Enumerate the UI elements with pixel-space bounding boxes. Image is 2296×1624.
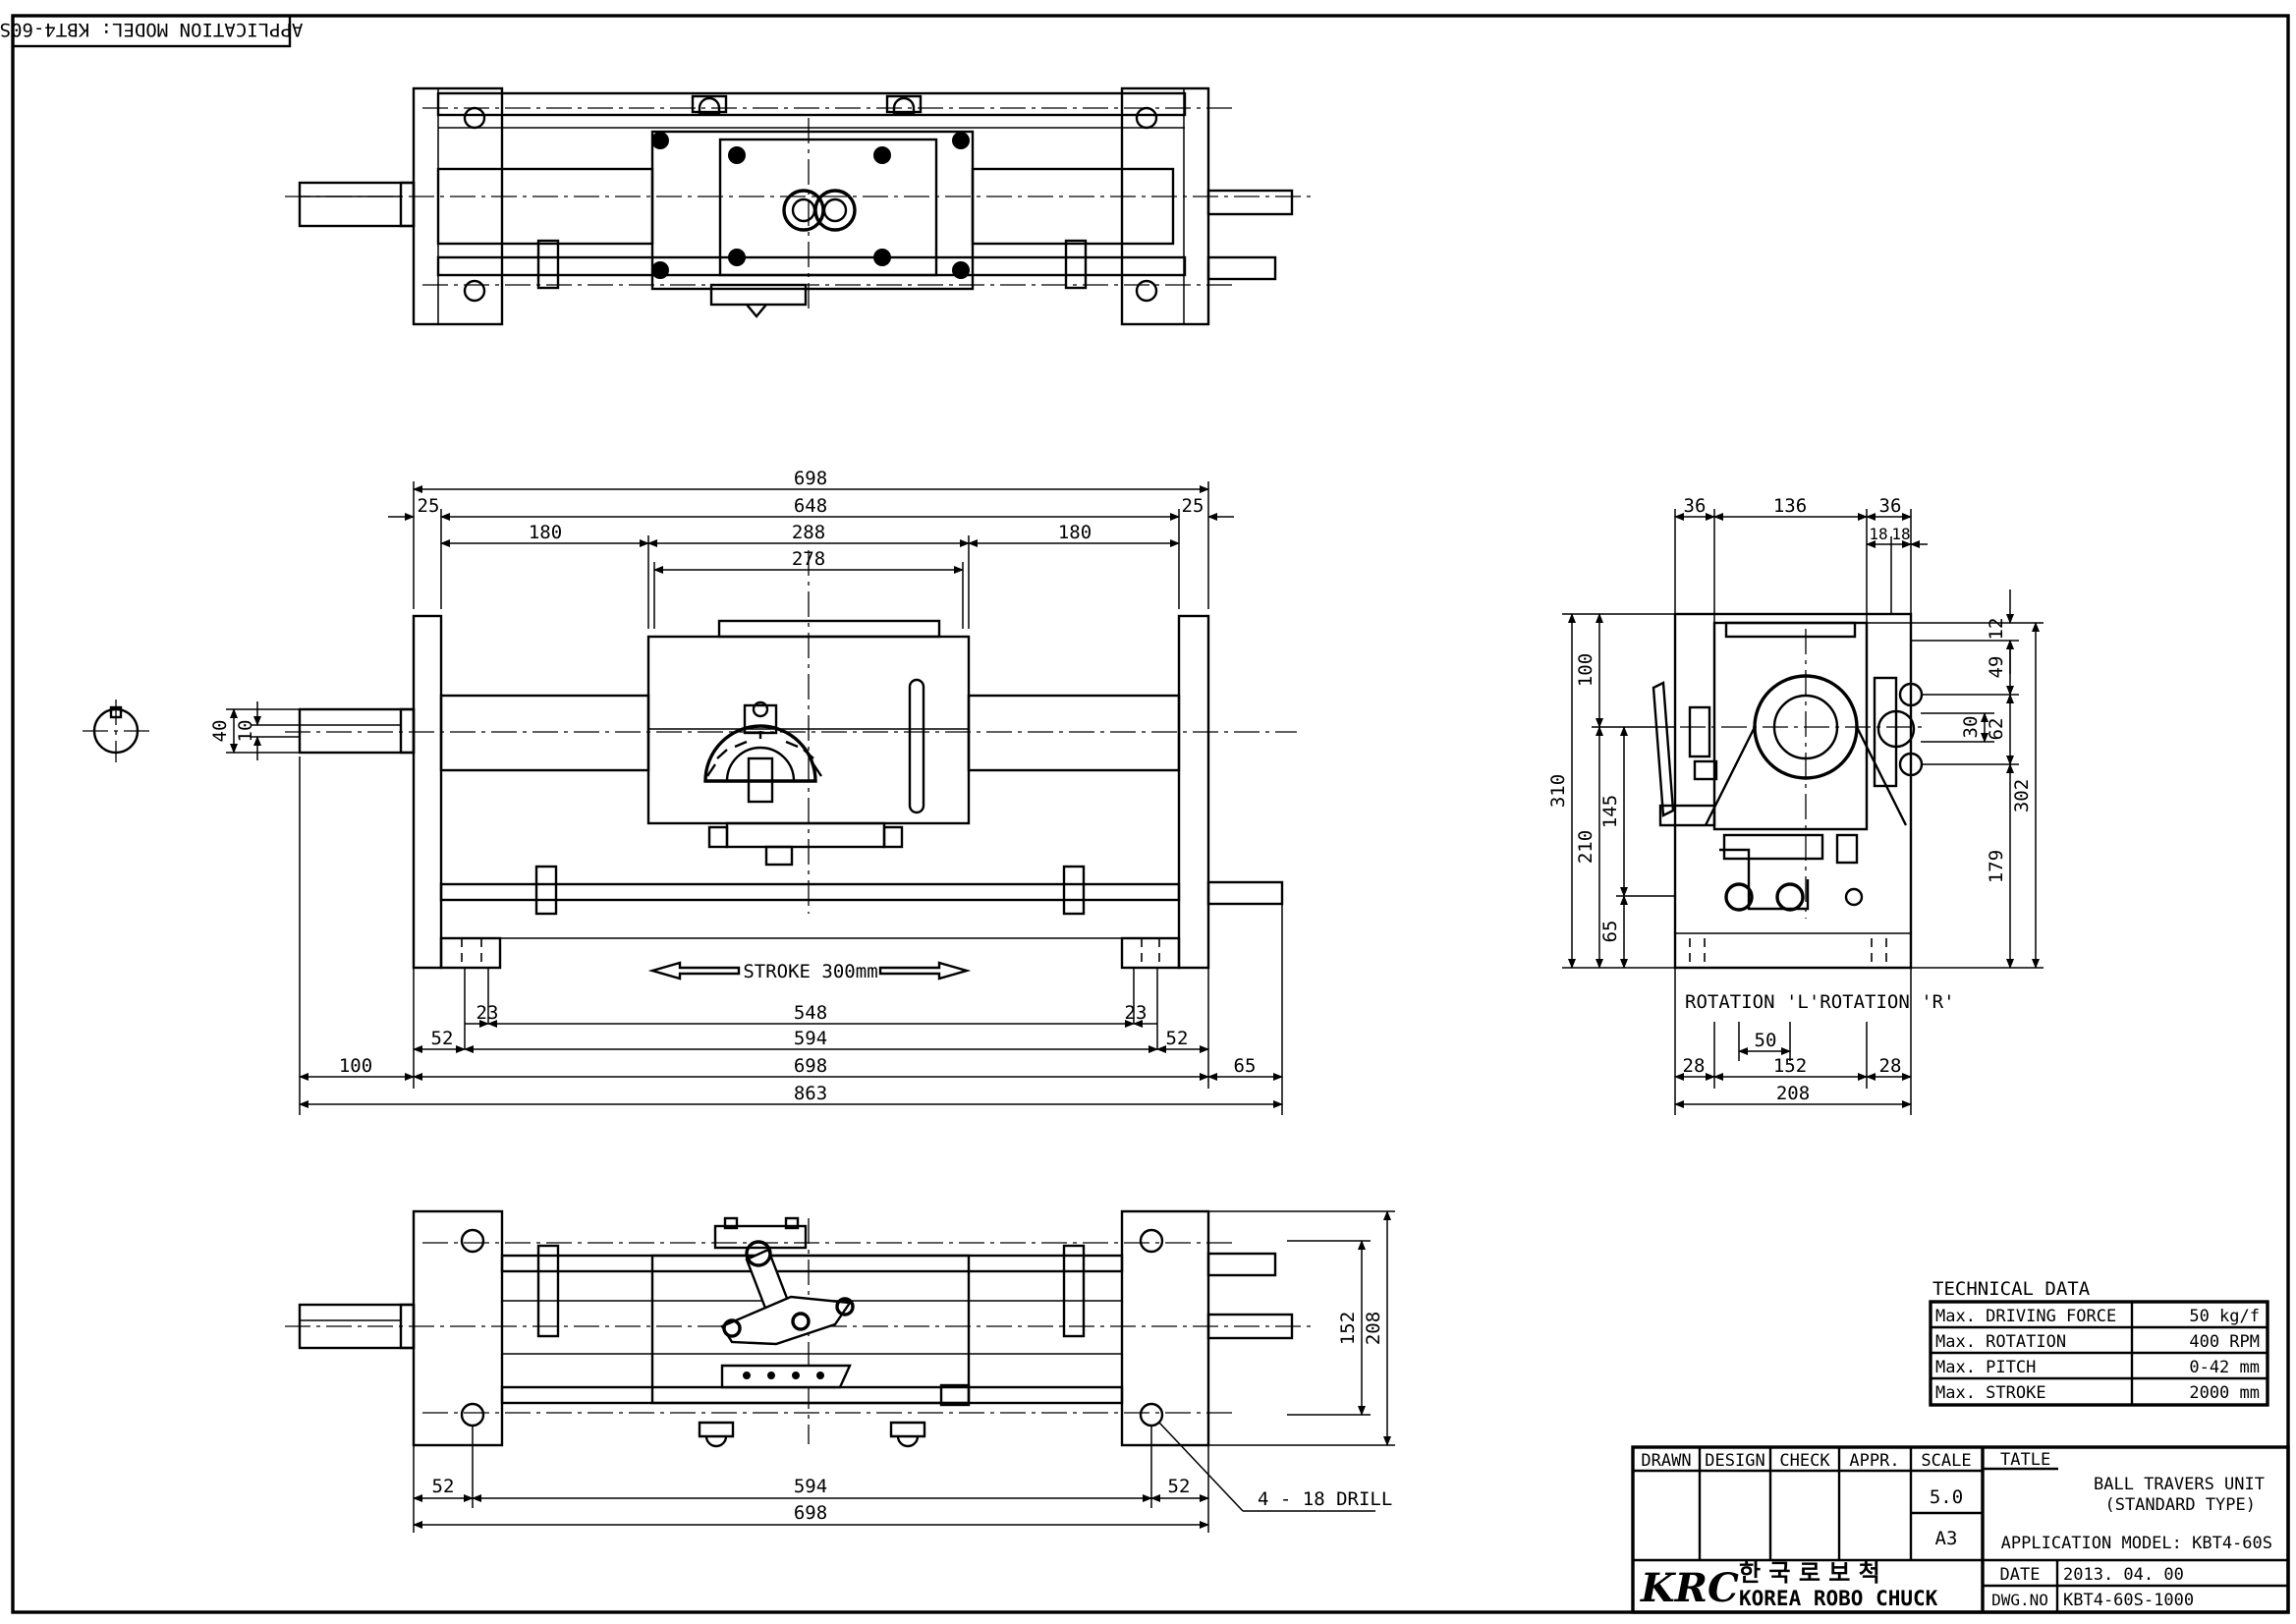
bottom-view <box>285 1209 1316 1448</box>
dim-52-left: 52 <box>431 1028 454 1049</box>
title-label: TATLE <box>2000 1450 2050 1470</box>
side-dim-152: 152 <box>1773 1055 1807 1077</box>
tech-row-4-value: 2000 mm <box>2189 1383 2260 1403</box>
dwg-label: DWG.NO <box>1991 1591 2048 1609</box>
side-dim-18-b: 18 <box>1891 525 1910 543</box>
technical-data-title: TECHNICAL DATA <box>1932 1278 2091 1300</box>
company-english: KOREA ROBO CHUCK <box>1739 1587 1938 1610</box>
dim-52-right: 52 <box>1166 1028 1189 1049</box>
header-scale: SCALE <box>1921 1451 1971 1471</box>
tech-row-2-label: Max. ROTATION <box>1935 1332 2066 1352</box>
side-dim-310: 310 <box>1547 774 1569 808</box>
side-dim-136: 136 <box>1773 495 1807 517</box>
dim-288: 288 <box>792 522 825 543</box>
scale-value: 5.0 <box>1930 1486 1963 1508</box>
company-korean: 한 국 로 보 척 <box>1739 1559 1880 1587</box>
dim-278: 278 <box>792 548 825 570</box>
side-dim-302: 302 <box>2011 779 2033 812</box>
stroke-label: STROKE 300mm <box>743 961 877 982</box>
application-label-box: APPLICATION MODEL: KBT4-60S <box>0 14 303 48</box>
side-dim-65: 65 <box>1599 921 1621 943</box>
bottom-dim-698: 698 <box>794 1502 827 1524</box>
side-dim-208: 208 <box>1776 1083 1810 1104</box>
dim-23-left: 23 <box>476 1002 499 1024</box>
tech-row-4-label: Max. STROKE <box>1935 1383 2046 1403</box>
dim-10: 10 <box>235 720 256 743</box>
dim-180-left: 180 <box>529 522 562 543</box>
technical-data-table: TECHNICAL DATA Max. DRIVING FORCE 50 kg/… <box>1929 1278 2269 1407</box>
tech-row-1-label: Max. DRIVING FORCE <box>1935 1307 2116 1326</box>
dim-548: 548 <box>794 1002 827 1024</box>
side-dim-210: 210 <box>1575 830 1596 864</box>
tech-row-3-value: 0-42 mm <box>2189 1358 2260 1377</box>
application-model: APPLICATION MODEL: KBT4-60S <box>2001 1534 2272 1553</box>
bottom-dim-594: 594 <box>794 1476 827 1497</box>
side-dim-62: 62 <box>1986 718 2007 741</box>
bottom-dim-52-right: 52 <box>1168 1476 1191 1497</box>
keyway-section <box>83 700 149 762</box>
bottom-dim-52-left: 52 <box>432 1476 455 1497</box>
dim-180-right: 180 <box>1058 522 1092 543</box>
front-view: STROKE 300mm 698 648 25 25 <box>83 468 1297 1115</box>
front-bottom-dims: 23 548 23 52 594 52 100 698 65 863 <box>299 756 1283 1115</box>
top-view <box>285 86 1316 326</box>
side-dim-18-a: 18 <box>1869 525 1887 543</box>
bottom-view-dims: 152 208 52 594 52 698 4 - 18 DRILL <box>413 1210 1395 1533</box>
top-view-bolts <box>463 106 1158 303</box>
stroke-indicator: STROKE 300mm <box>647 961 972 982</box>
linkage-mechanism <box>713 1216 855 1389</box>
rotation-label: ROTATION 'L'ROTATION 'R' <box>1685 991 1955 1013</box>
front-top-dims: 698 648 25 25 180 288 180 278 <box>388 468 1234 629</box>
side-view <box>1652 612 1926 970</box>
dwg-value: KBT4-60S-1000 <box>2063 1591 2194 1610</box>
side-dim-30: 30 <box>1960 716 1982 739</box>
side-dim-50: 50 <box>1755 1030 1777 1051</box>
dim-100: 100 <box>339 1055 372 1077</box>
tech-row-2-value: 400 RPM <box>2189 1332 2260 1352</box>
rotation-dial <box>703 700 904 867</box>
top-eye-bolts <box>691 94 923 116</box>
dim-698-top: 698 <box>794 468 827 489</box>
side-dim-28-left: 28 <box>1683 1055 1706 1077</box>
application-label: APPLICATION MODEL: KBT4-60S <box>0 19 303 40</box>
date-label: DATE <box>2000 1565 2041 1585</box>
dim-863: 863 <box>794 1083 827 1104</box>
tech-row-1-value: 50 kg/f <box>2189 1307 2260 1326</box>
krc-logo: KRC <box>1640 1565 1739 1611</box>
header-check: CHECK <box>1779 1451 1830 1471</box>
sheet-border <box>11 14 2290 1614</box>
dim-40: 40 <box>209 720 231 743</box>
side-view-dims: 36 136 36 18 18 310 100 210 145 65 12 <box>1547 495 2044 1115</box>
paper-size: A3 <box>1935 1528 1958 1549</box>
dim-25-left: 25 <box>418 495 440 517</box>
dim-698-bottom: 698 <box>794 1055 827 1077</box>
dim-23-right: 23 <box>1125 1002 1148 1024</box>
header-drawn: DRAWN <box>1641 1451 1691 1471</box>
side-dim-36-left: 36 <box>1684 495 1707 517</box>
dim-594: 594 <box>794 1028 827 1049</box>
side-dim-36-right: 36 <box>1879 495 1902 517</box>
title-block: DRAWN DESIGN CHECK APPR. SCALE 5.0 A3 TA… <box>1631 1445 2290 1614</box>
side-dim-28-right: 28 <box>1879 1055 1902 1077</box>
dim-25-right: 25 <box>1182 495 1204 517</box>
side-dim-179: 179 <box>1986 850 2007 883</box>
bottom-dim-152: 152 <box>1337 1312 1359 1345</box>
header-design: DESIGN <box>1705 1451 1764 1471</box>
tech-row-3-label: Max. PITCH <box>1935 1358 2036 1377</box>
side-dim-100: 100 <box>1575 653 1596 687</box>
side-dim-49: 49 <box>1986 656 2007 679</box>
bottom-dim-208: 208 <box>1363 1312 1384 1345</box>
side-dim-145: 145 <box>1599 795 1621 828</box>
title-line-2: (STANDARD TYPE) <box>2104 1495 2256 1515</box>
dim-65: 65 <box>1234 1055 1257 1077</box>
title-line-1: BALL TRAVERS UNIT <box>2094 1475 2265 1494</box>
drill-note: 4 - 18 DRILL <box>1258 1488 1392 1510</box>
side-dim-12: 12 <box>1986 618 2007 641</box>
dim-648: 648 <box>794 495 827 517</box>
front-key-dims: 40 10 <box>209 701 300 760</box>
header-appr: APPR. <box>1849 1451 1899 1471</box>
date-value: 2013. 04. 00 <box>2063 1565 2184 1585</box>
